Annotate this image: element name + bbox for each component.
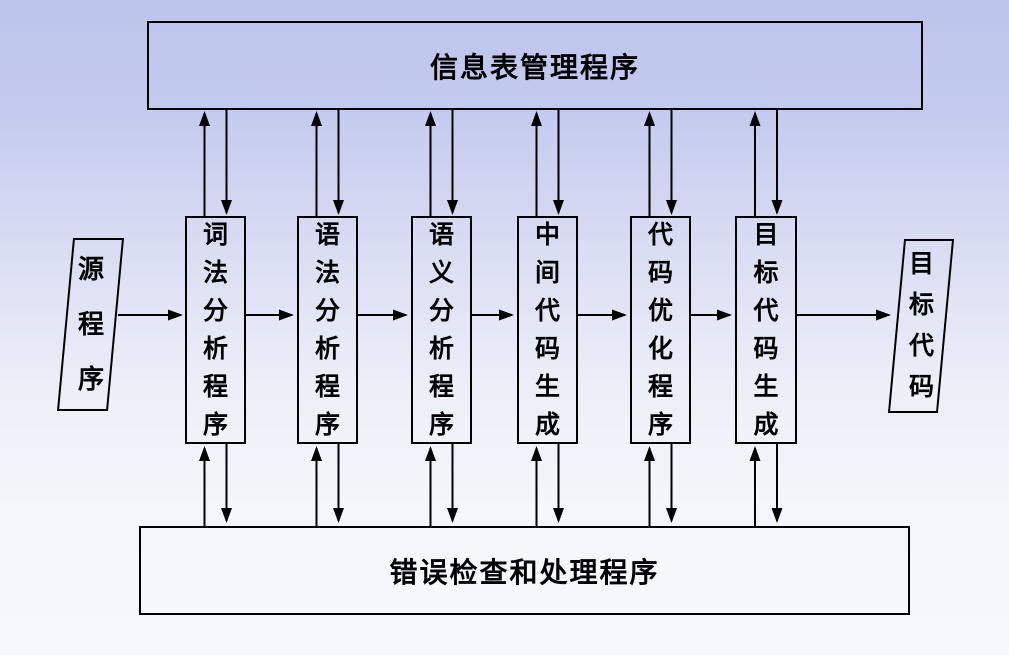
stage-code-optimization: 代码优化程序	[630, 216, 691, 444]
bottom-connectors	[199, 444, 783, 526]
top-connectors	[199, 110, 783, 216]
stage-label: 中间代码生成	[535, 221, 561, 439]
error-handler-label: 错误检查和处理程序	[389, 556, 660, 588]
stage-label: 语法分析程序	[315, 221, 341, 439]
stage-syntax-analysis: 语法分析程序	[297, 216, 358, 444]
info-table-manager-label: 信息表管理程序	[429, 51, 640, 83]
stage-semantic-analysis: 语义分析程序	[411, 216, 472, 444]
stage-label: 语义分析程序	[429, 221, 455, 439]
stage-label: 词法分析程序	[203, 221, 229, 439]
error-handler-box: 错误检查和处理程序	[139, 526, 910, 615]
stage-lexical-analysis: 词法分析程序	[185, 216, 246, 444]
stage-target-code-generation: 目标代码生成	[735, 216, 797, 444]
source-program-label: 源程序	[77, 254, 104, 394]
stage-label: 代码优化程序	[648, 221, 674, 439]
target-code-shape: 目标代码	[887, 239, 955, 413]
source-program-shape: 源程序	[56, 238, 125, 411]
stage-intermediate-code-generation: 中间代码生成	[517, 216, 578, 444]
target-code-label: 目标代码	[908, 250, 934, 401]
stage-label: 目标代码生成	[753, 221, 779, 439]
info-table-manager-box: 信息表管理程序	[147, 21, 923, 110]
